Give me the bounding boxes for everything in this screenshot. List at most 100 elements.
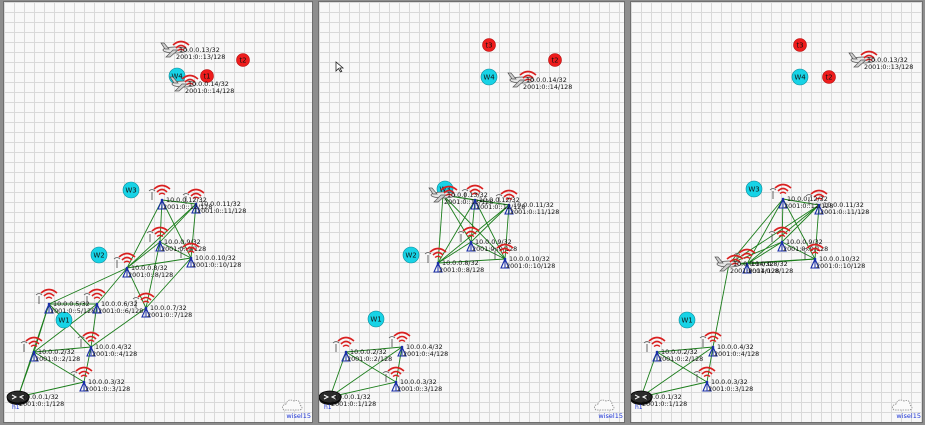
antenna-icon (20, 341, 39, 362)
wifi-signal-icon (462, 226, 480, 238)
ipv6-label: 2001:0::3/128 (708, 385, 753, 393)
antenna-icon (424, 252, 443, 273)
ipv6-label: 2001:0::1/128 (642, 400, 687, 408)
ipv4-label: 10.0.0.9/32 (475, 238, 512, 246)
wireless-link (746, 204, 820, 265)
access-point-w4[interactable]: W4 (480, 68, 498, 86)
wifi-signal-icon (500, 189, 518, 201)
wireless-link (437, 204, 510, 264)
links-layer (17, 199, 197, 398)
wifi-signal-icon (25, 336, 43, 348)
network-canvas[interactable]: W2W1W4t3t2W3h110.0.0.1/322001:0::1/12810… (319, 2, 624, 422)
access-point-w3[interactable]: W3 (122, 181, 140, 199)
airplane-icon (169, 76, 197, 92)
access-point-w2[interactable]: W2 (402, 246, 420, 264)
wifi-signal-icon (774, 183, 792, 195)
antenna-icon (132, 297, 151, 318)
ipv6-label: 2001:0::4/128 (714, 350, 759, 358)
wifi-signal-icon (648, 336, 666, 348)
access-point-w1[interactable]: W1 (678, 311, 696, 329)
network-canvas[interactable]: W3W2W1W4t2t1h110.0.0.1/322001:0::1/12810… (4, 2, 312, 422)
node-label: W1 (58, 317, 69, 325)
car-t2[interactable]: t2 (548, 53, 562, 67)
ipv4-label: 10.0.0.14/32 (188, 80, 229, 88)
router-icon[interactable] (319, 390, 342, 405)
ipv6-label: 2001:0::11/128 (197, 207, 246, 215)
antenna-icon (495, 194, 514, 215)
ipv4-label: 10.0.0.3/32 (711, 378, 748, 386)
wifi-signal-icon (187, 188, 205, 200)
antenna-icon (491, 248, 510, 269)
car-t1[interactable]: t1 (200, 69, 214, 83)
ipv6-label: 2001:0::2/128 (35, 355, 80, 363)
wireless-link (706, 346, 714, 383)
antenna-icon (83, 293, 102, 314)
ipv6-label: 2001:0::14/128 (185, 87, 234, 95)
car-t2[interactable]: t2 (236, 53, 250, 67)
wifi-signal-icon (337, 336, 355, 348)
car-t2[interactable]: t2 (822, 70, 836, 84)
antenna-icon (461, 189, 480, 210)
airplane-icon (848, 52, 876, 68)
node-label: t3 (485, 42, 492, 50)
router-icon[interactable] (6, 390, 30, 405)
ipv6-label: 2001:0::4/128 (403, 350, 448, 358)
access-point-w1[interactable]: W1 (55, 311, 73, 329)
access-point-w4[interactable]: W4 (791, 68, 809, 86)
ipv4-label: 10.0.0.14/32 (733, 260, 774, 268)
router-icon[interactable] (631, 390, 653, 405)
access-point-w1[interactable]: W1 (367, 310, 385, 328)
brand-mark: wisel15 (594, 399, 623, 420)
wifi-signal-icon (82, 331, 100, 343)
wifi-signal-icon (181, 74, 199, 86)
car-t3[interactable]: t3 (482, 38, 496, 52)
links-layer (640, 198, 820, 398)
antenna-icon (768, 231, 787, 252)
ipv6-label: 2001:0::11/128 (510, 208, 559, 216)
access-point-w3[interactable]: W3 (745, 180, 763, 198)
car-t3[interactable]: t3 (793, 38, 807, 52)
ipv4-label: 10.0.0.10/32 (509, 255, 550, 263)
access-point-w2[interactable]: W2 (90, 246, 108, 264)
